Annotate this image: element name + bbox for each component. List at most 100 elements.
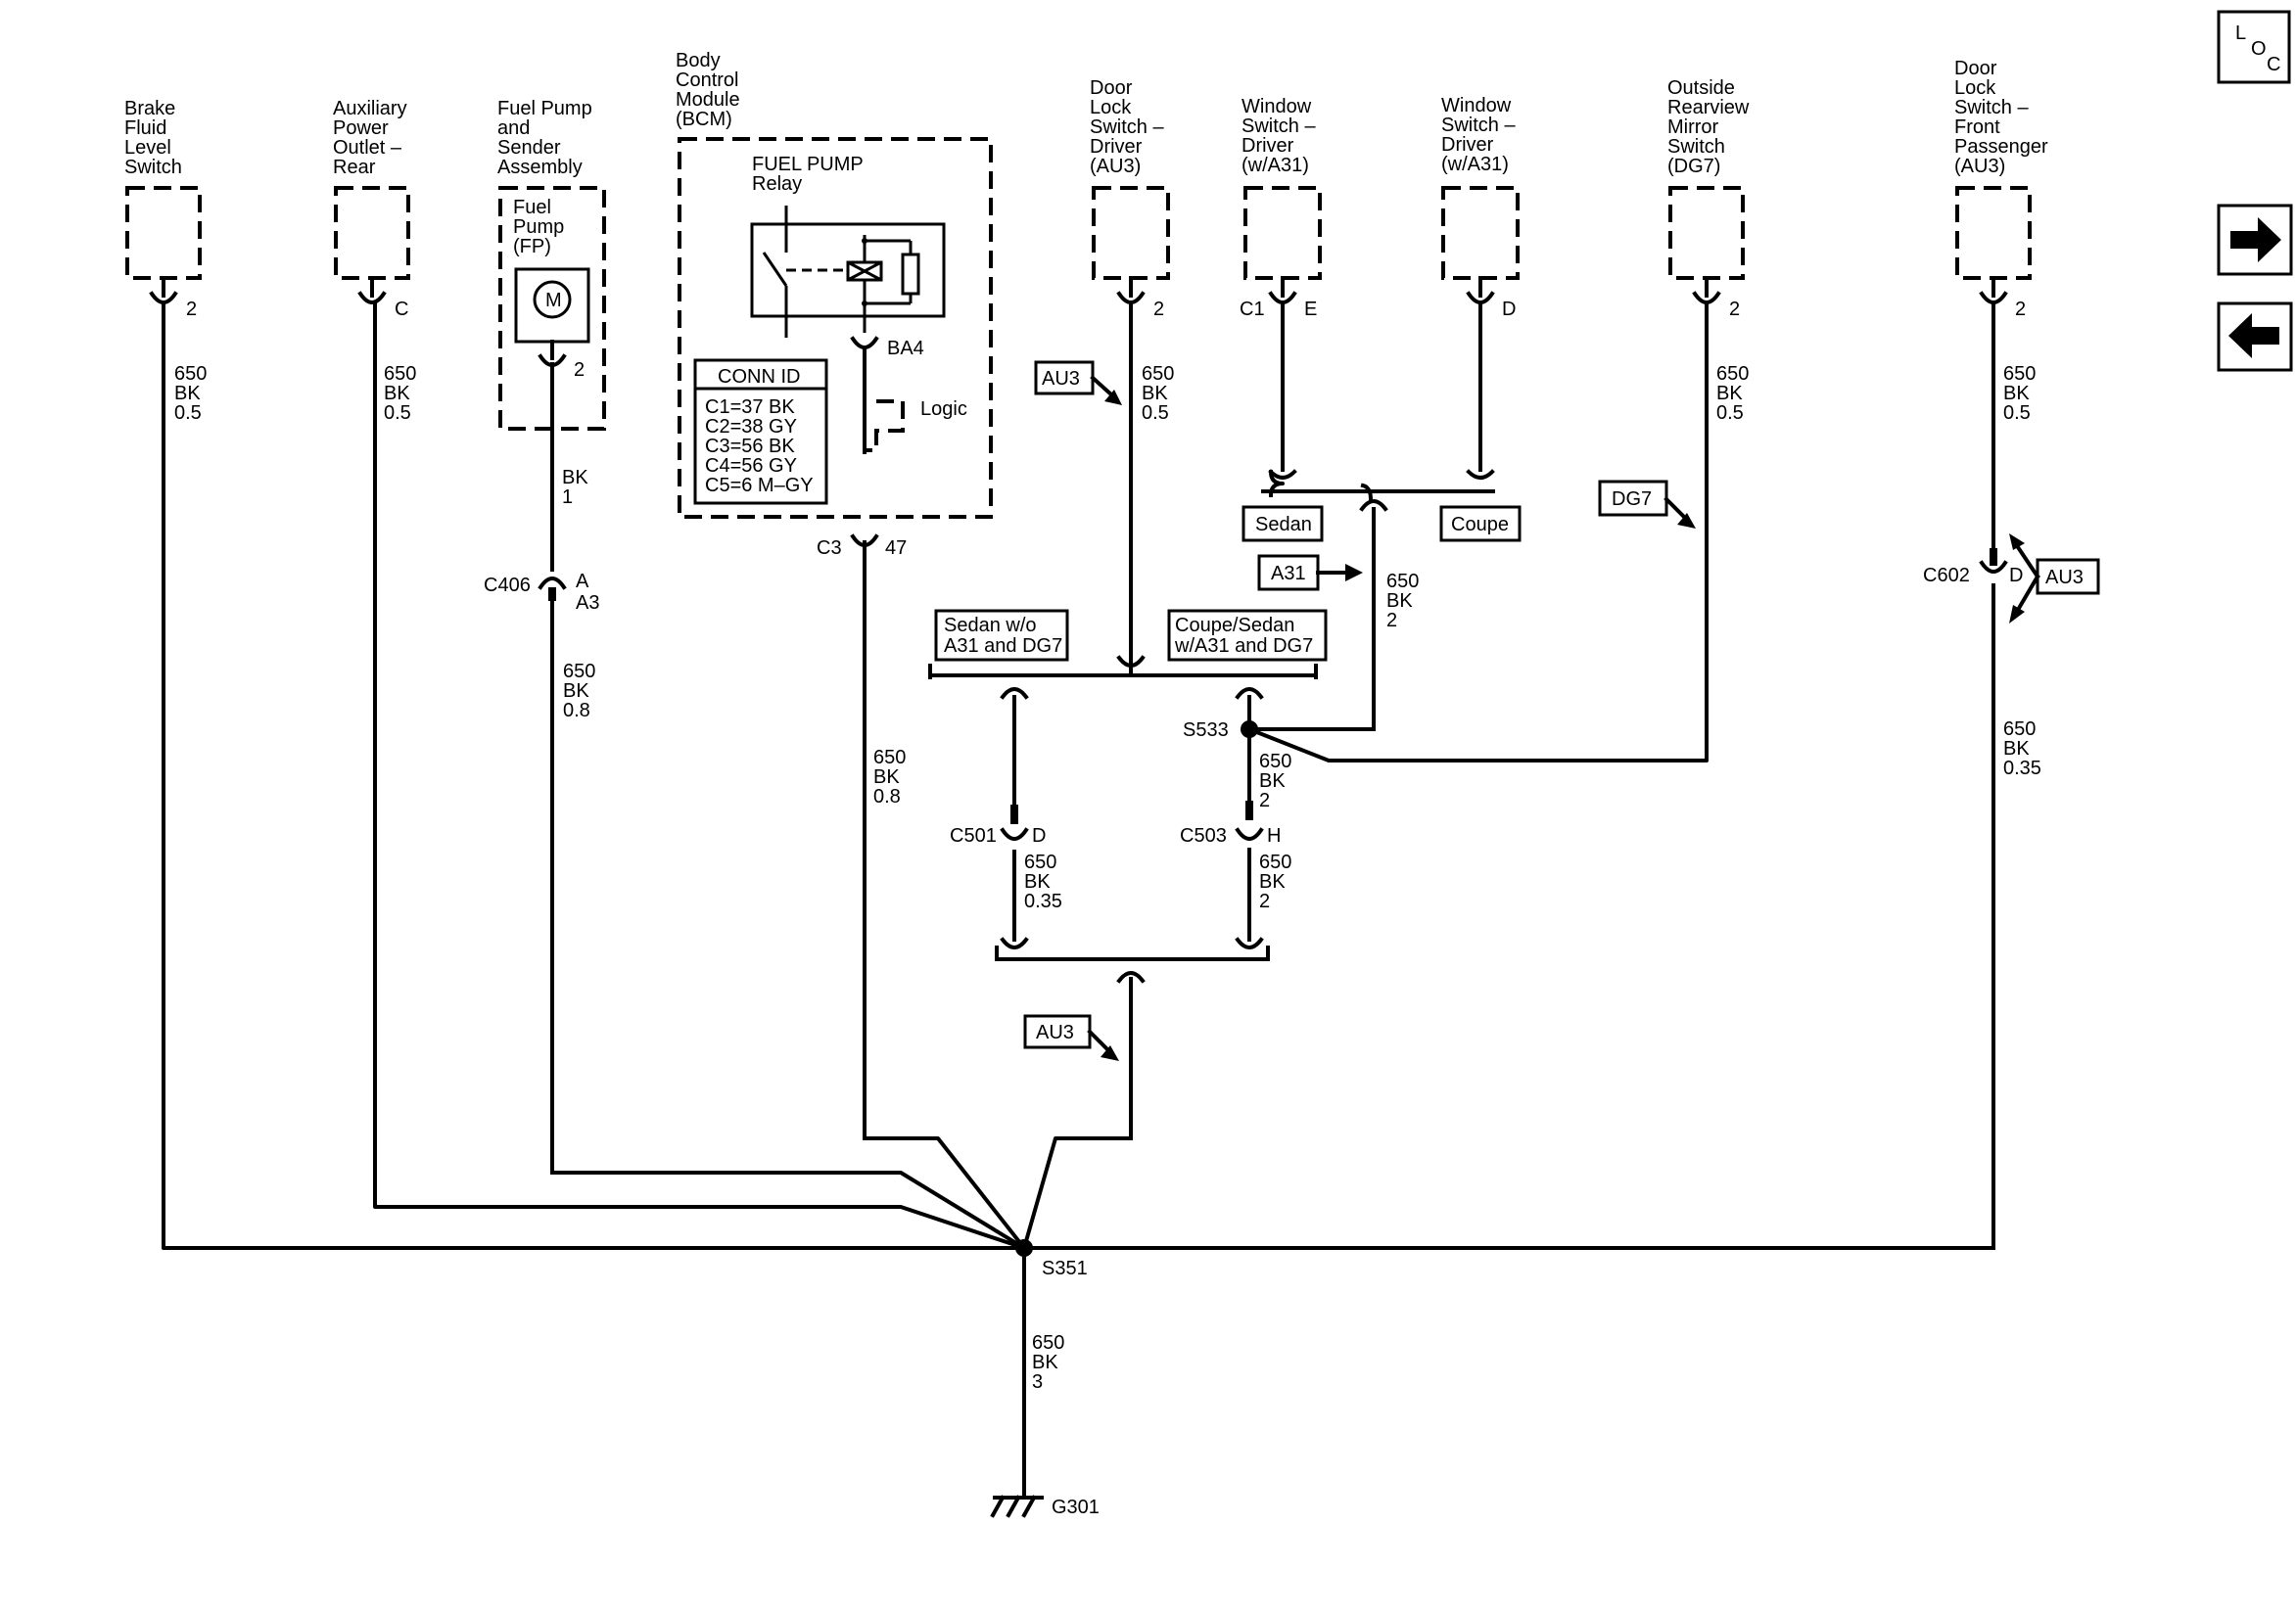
mirror-switch-label: Outside Rearview Mirror Switch (DG7) — [1667, 77, 1750, 177]
mirror-switch — [1668, 186, 1745, 280]
svg-text:2: 2 — [1386, 610, 1397, 631]
svg-text:Logic: Logic — [920, 398, 967, 420]
svg-text:Fuel: Fuel — [513, 197, 551, 218]
svg-text:A: A — [576, 571, 589, 592]
door-lock-passenger-label: Door Lock Switch – Front Passenger (AU3) — [1954, 58, 2048, 177]
svg-text:Sedan: Sedan — [1255, 514, 1312, 535]
wire-label-door-driver: 650 BK 0.5 — [1142, 363, 1174, 424]
svg-text:DG7: DG7 — [1612, 488, 1652, 510]
pin-label: D — [1502, 299, 1516, 320]
svg-text:Window: Window — [1242, 96, 1312, 117]
svg-text:w/A31 and DG7: w/A31 and DG7 — [1174, 635, 1313, 657]
wire-label-bcm: 650 BK 0.8 — [873, 747, 906, 808]
svg-text:Passenger: Passenger — [1954, 136, 2048, 158]
option-bus-ticks — [928, 469, 1495, 984]
svg-text:Fluid: Fluid — [124, 117, 166, 139]
svg-text:(w/A31): (w/A31) — [1441, 154, 1509, 175]
svg-text:A31: A31 — [1271, 563, 1306, 584]
pin-label: 2 — [2015, 299, 2026, 320]
conn-id-title: CONN ID — [718, 366, 800, 388]
svg-text:Control: Control — [676, 69, 738, 91]
svg-text:and: and — [497, 117, 530, 139]
svg-text:Pump: Pump — [513, 216, 564, 238]
arrow-right-icon[interactable] — [2217, 204, 2293, 276]
svg-text:BK: BK — [1716, 383, 1743, 404]
svg-text:650: 650 — [174, 363, 207, 385]
svg-text:Outlet –: Outlet – — [333, 137, 402, 159]
splice-s351: S351 650 BK 3 — [1015, 1239, 1088, 1393]
svg-text:0.5: 0.5 — [1716, 402, 1744, 424]
fuel-pump-assembly-label: Fuel Pump and Sender Assembly — [497, 98, 592, 178]
svg-text:Switch –: Switch – — [1954, 97, 2029, 118]
relay-label: FUEL PUMP Relay — [752, 154, 864, 195]
svg-text:C: C — [2267, 54, 2280, 75]
svg-text:A31 and DG7: A31 and DG7 — [944, 635, 1062, 657]
svg-text:Sender: Sender — [497, 137, 561, 159]
svg-text:650: 650 — [1032, 1332, 1064, 1354]
svg-text:H: H — [1267, 825, 1281, 847]
svg-text:G301: G301 — [1052, 1497, 1100, 1518]
svg-text:Relay: Relay — [752, 173, 802, 195]
option-tag-a31: A31 — [1257, 554, 1363, 591]
svg-text:D: D — [2009, 565, 2023, 586]
loc-icon[interactable]: L O C — [2217, 10, 2291, 84]
svg-text:Switch –: Switch – — [1441, 115, 1516, 136]
motor-icon — [533, 280, 572, 319]
option-tag-sedan-wo: Sedan w/o A31 and DG7 — [934, 609, 1069, 662]
svg-text:0.5: 0.5 — [174, 402, 202, 424]
svg-text:Window: Window — [1441, 95, 1512, 116]
connector-c501: C501 D — [950, 805, 1046, 847]
svg-text:650: 650 — [384, 363, 416, 385]
svg-text:650: 650 — [2003, 718, 2036, 740]
svg-text:BK: BK — [1386, 590, 1413, 612]
svg-text:BK: BK — [384, 383, 410, 404]
svg-text:Door: Door — [1090, 77, 1133, 99]
arrow-left-icon[interactable] — [2217, 301, 2293, 372]
svg-text:Switch –: Switch – — [1242, 116, 1316, 137]
svg-text:Driver: Driver — [1090, 136, 1143, 158]
svg-text:BK: BK — [562, 467, 588, 488]
brake-fluid-label: Brake Fluid Level Switch — [124, 98, 182, 178]
bcm-label: Body Control Module (BCM) — [676, 50, 740, 130]
svg-text:Outside: Outside — [1667, 77, 1735, 99]
option-tag-dg7: DG7 — [1598, 480, 1696, 529]
pin-label: BA4 — [887, 338, 924, 359]
window-driver-2-switch — [1441, 186, 1520, 280]
svg-text:Driver: Driver — [1441, 134, 1494, 156]
svg-text:Sedan w/o: Sedan w/o — [944, 615, 1037, 636]
svg-text:2: 2 — [1259, 790, 1270, 811]
svg-text:650: 650 — [1716, 363, 1749, 385]
pin-label: E — [1304, 299, 1317, 320]
svg-text:Rearview: Rearview — [1667, 97, 1750, 118]
wire-label-brake: 650 BK 0.5 — [174, 363, 207, 424]
svg-text:650: 650 — [1142, 363, 1174, 385]
svg-text:BK: BK — [563, 680, 589, 702]
svg-text:1: 1 — [562, 486, 573, 508]
wire-label-c501: 650 BK 0.35 — [1024, 852, 1062, 912]
svg-text:BK: BK — [2003, 383, 2030, 404]
door-lock-driver-label: Door Lock Switch – Driver (AU3) — [1090, 77, 1164, 177]
wire-label-c406: 650 BK 0.8 — [563, 661, 595, 721]
svg-text:Coupe: Coupe — [1451, 514, 1509, 535]
ground-symbol: G301 — [990, 1495, 1100, 1518]
option-tag-au3: AU3 — [2009, 533, 2100, 624]
svg-text:(AU3): (AU3) — [1090, 156, 1141, 177]
relay-switch-symbol — [762, 206, 848, 338]
connector-c602: C602 D — [1923, 548, 2023, 586]
svg-text:BK: BK — [1259, 871, 1286, 893]
svg-text:0.35: 0.35 — [2003, 758, 2041, 779]
svg-text:0.35: 0.35 — [1024, 891, 1062, 912]
svg-text:BK: BK — [1142, 383, 1168, 404]
svg-text:(DG7): (DG7) — [1667, 156, 1720, 177]
bcm-module — [678, 137, 993, 519]
conn-id-row: C1=37 BK — [705, 396, 795, 418]
svg-text:Switch –: Switch – — [1090, 116, 1164, 138]
svg-text:650: 650 — [873, 747, 906, 768]
svg-text:Switch: Switch — [1667, 136, 1725, 158]
svg-text:2: 2 — [1259, 891, 1270, 912]
svg-text:BK: BK — [1032, 1352, 1058, 1373]
svg-text:D: D — [1032, 825, 1046, 847]
svg-text:Lock: Lock — [1954, 77, 1996, 99]
aux-power-label: Auxiliary Power Outlet – Rear — [333, 98, 407, 178]
svg-text:Body: Body — [676, 50, 721, 71]
